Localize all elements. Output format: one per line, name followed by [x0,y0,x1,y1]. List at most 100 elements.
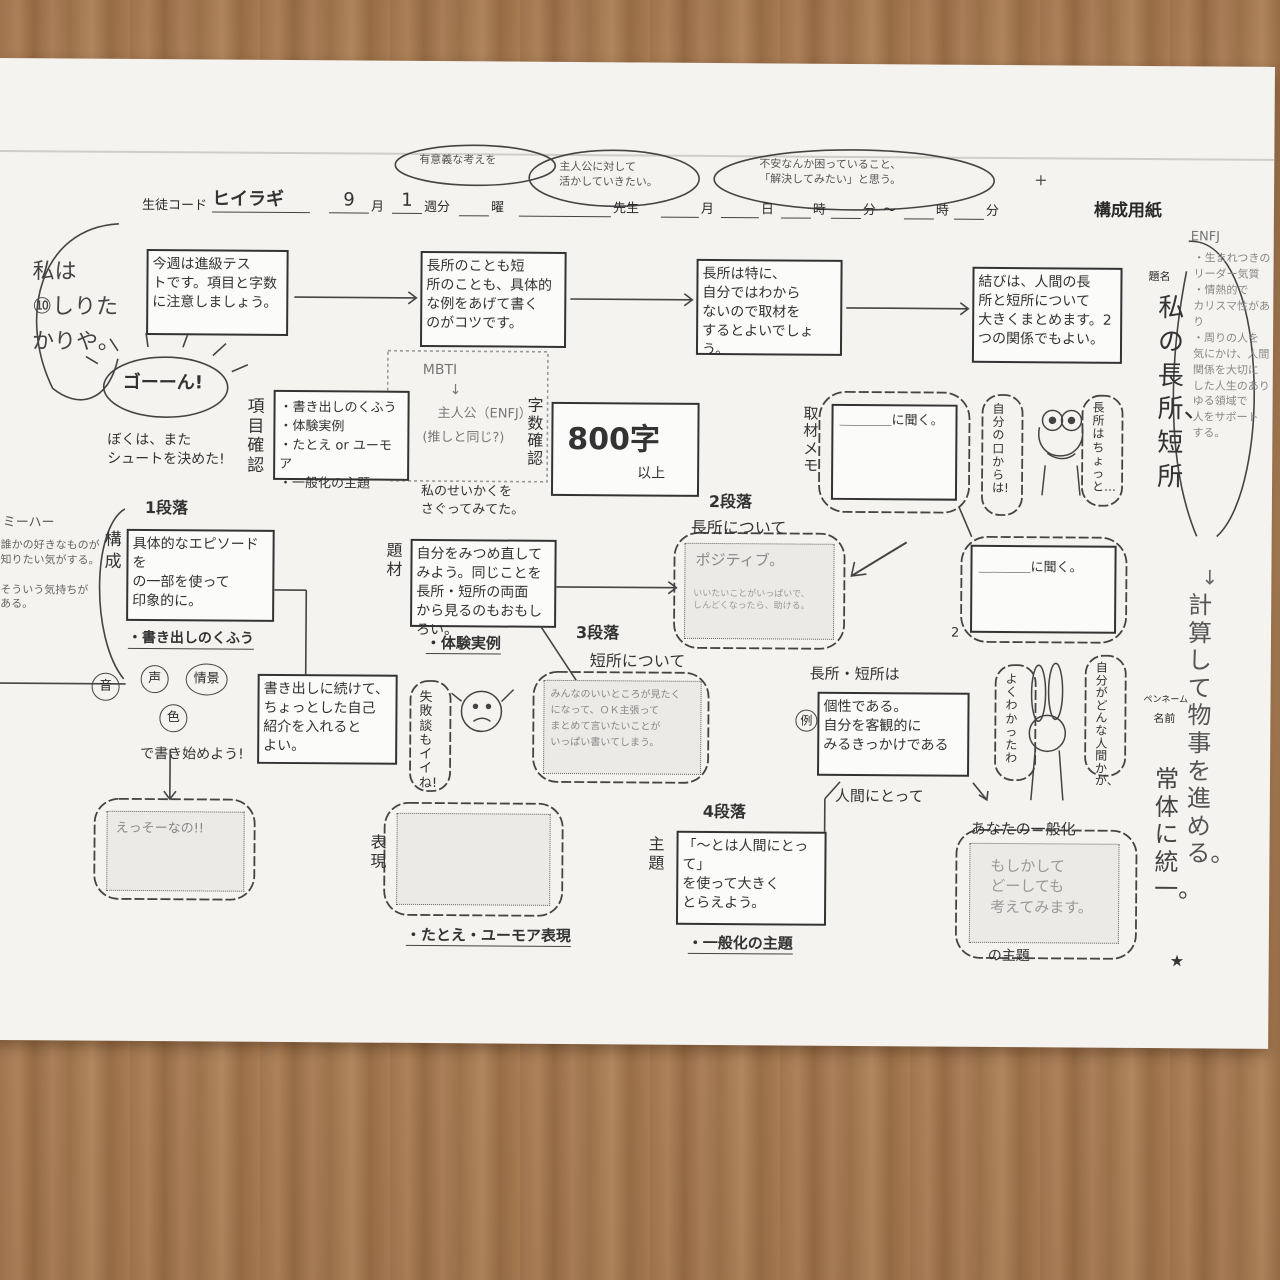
month-label: 月 [370,199,385,215]
generalization-draft[interactable]: もしかして どーしても 考えてみます。 [968,842,1120,944]
date-month-label: 月 [700,201,715,217]
scene-label: 情景 [193,671,220,687]
example-mark-label: 例 [800,713,813,728]
side-note: 誰かの好きなものが 知りたい気がする。 そういう気持ちが ある。 [0,538,100,611]
month-value[interactable]: 9 [328,188,370,214]
check-item: ・書き出しのくふう [279,399,397,416]
week-label: 週分 [423,199,451,216]
paragraph2-draft-sub: いいたいことがいっぱいで、 しんどくなったら、助ける。 [693,588,810,612]
hour-label-2: 時 [935,203,950,219]
color-label: 色 [166,710,180,726]
expression-tag: ・たとえ・ユーモア表現 [405,924,571,948]
student-code-value[interactable]: ヒイラギ [211,187,311,214]
voice-label: 声 [148,671,162,687]
enfj-title: ENFJ [1190,229,1221,245]
check-item: ・体験実例 [279,418,345,435]
sound-label: 音 [99,678,113,694]
material-tag: ・体験実例 [425,632,502,655]
frog-speech-1: 自分の口からは! [991,401,1009,496]
mbti-line2: 主人公（ENFJ） [437,406,532,422]
interview-bubble-1[interactable]: ＿＿＿＿に聞く。 [830,403,958,501]
day-label: 曜 [490,200,505,216]
left-big-note: 私は ⑩しりた かりや。 [31,259,120,356]
theme-box: 「～とは人間にとって」 を使って大きく とらえよう。 [675,830,827,926]
right-note: 計算して物事を進める。 [1186,591,1235,868]
paragraph4-strengths-title: 長所・短所は [809,664,900,684]
frog-speech-2: 長所はちょっと… [1091,400,1117,494]
top-note-1: 有意義な考えを [419,152,497,167]
top-note-2: 主人公に対して 活かしていきたい。 [559,159,658,189]
theme-label: 主題 [648,834,665,873]
failure-note: 失敗談 もイイね! [418,689,438,791]
rabbit-speech-1: よくわかったわ [1005,672,1018,766]
paragraph4-human: 人間にとって [834,786,924,806]
word-count-label: 字数確認 [527,395,544,468]
color-circle: 色 [159,704,188,733]
word-count-value: 800字 [567,421,661,458]
scene-circle: 情景 [185,663,228,696]
week-value[interactable]: 1 [391,188,423,215]
paragraph1-note-box: 書き出しに続けて、 ちょっとした自己 紹介を入れると よい。 [257,673,398,765]
unify-note: 常体に統一。 [1154,765,1203,904]
material-box: 自分をみつめ直して みよう。同じことを 長所・短所の両面 から見るのもおもしろい… [410,538,557,638]
student-code-label: 生徒コード [141,197,208,214]
expression-label: 表現 [370,832,387,871]
goal-burst-text: ゴーーん! [122,371,204,394]
hand-drawn-lines [0,144,1255,960]
paragraph2-draft-main: ポジティブ。 [695,550,785,570]
expression-draft[interactable] [396,812,551,906]
hour-field-2[interactable] [903,218,934,220]
title-label: 題名 [1148,270,1171,284]
hour-field[interactable] [780,217,811,219]
rabbit-speech-2: 自分がどんな人間かが、 [1094,660,1119,789]
composition-label: 構成 [104,529,122,572]
mbti-arrow: ↓ [449,382,462,399]
minute-field[interactable] [830,217,861,220]
paragraph1-box: 具体的なエピソードを の一部を使って 印象的に。 [126,528,275,622]
day-field[interactable] [458,215,489,217]
paragraph3-heading: 3段落 [575,623,620,643]
pen-name-label: ペンネーム [1143,694,1189,706]
paragraph4-heading: 4段落 [702,801,746,822]
interview-bubble-2[interactable]: ＿＿＿＿に聞く。 [970,544,1117,634]
side-note-title: ミーハー [2,515,55,531]
paragraph2-draft[interactable]: ポジティブ。 いいたいことがいっぱいで、 しんどくなったら、助ける。 [683,542,835,640]
composition-sheet: 有意義な考えを 主人公に対して 活かしていきたい。 不安なんか困っていること、 … [0,58,1275,1049]
tilde: ～ [882,203,897,219]
paragraph3-draft[interactable]: みんなのいいところが見たく になって、ＯＫ主張って まとめて言いたいことが いっ… [543,679,702,775]
minute-label: 分 [862,203,877,219]
check-items-label: 項目確認 [247,396,265,476]
sheet-title: 構成用紙 [1093,200,1163,222]
start-with-note: で書き始めよう! [140,745,244,763]
interview-bubble-2-num: 2 [950,625,960,641]
date-day-label: 日 [760,202,775,218]
sound-circle: 音 [91,672,120,701]
example-mark: 例 [795,709,818,732]
voice-circle: 声 [140,664,169,694]
word-count-suffix: 以上 [637,465,666,482]
paragraph1-heading: 1段落 [144,498,189,518]
instruction-box-4: 結びは、人間の長 所と短所について 大きくまとめます。2 つの関係でもよい。 [971,266,1123,364]
instruction-box-1: 今週は進級テス トです。項目と字数 に注意しましょう。 [146,249,289,337]
right-arrow: ↓ [1201,565,1219,590]
essay-title: 私の長所、短所 [1156,293,1210,493]
top-note-3: 不安なんか困っていること、 「解決してみたい」と思う。 [759,157,902,187]
goal-note: ぼくは、また シュートを決めた! [107,431,225,468]
enfj-note: ・生まれつきの リーダー気質 ・情熱的で カリスマ性があり ・周りの人を 気にか… [1192,251,1271,440]
check-items-box: ・書き出しのくふう ・体験実例 ・たとえ or ユーモア ・一般化の主題 [273,389,410,492]
mbti-line3: (推しと同じ?) [422,429,505,446]
paragraph3-subtitle: 短所について [589,651,686,671]
instruction-box-3: 長所は特に、 自分ではわから ないので取材を するとよいでしょう。 [695,258,843,358]
star-mark: ★ [1169,951,1185,971]
interview-label: 取材メモ [803,404,819,475]
paragraph1-draft[interactable]: えっそーなの!! [106,810,245,892]
plus-mark: + [1034,170,1048,190]
mbti-title: MBTI [422,361,458,379]
hour-label: 時 [812,202,827,218]
minute-field-2[interactable] [953,218,984,220]
paragraph2-heading: 2段落 [708,491,753,512]
check-item: ・一般化の主題 [278,475,371,492]
minute-label-2: 分 [985,203,1000,219]
generalization-title: あなたの一般化 [970,819,1076,839]
instruction-box-2: 長所のことも短 所のことも、具体的 な例をあげて書く のがコツです。 [419,250,567,348]
